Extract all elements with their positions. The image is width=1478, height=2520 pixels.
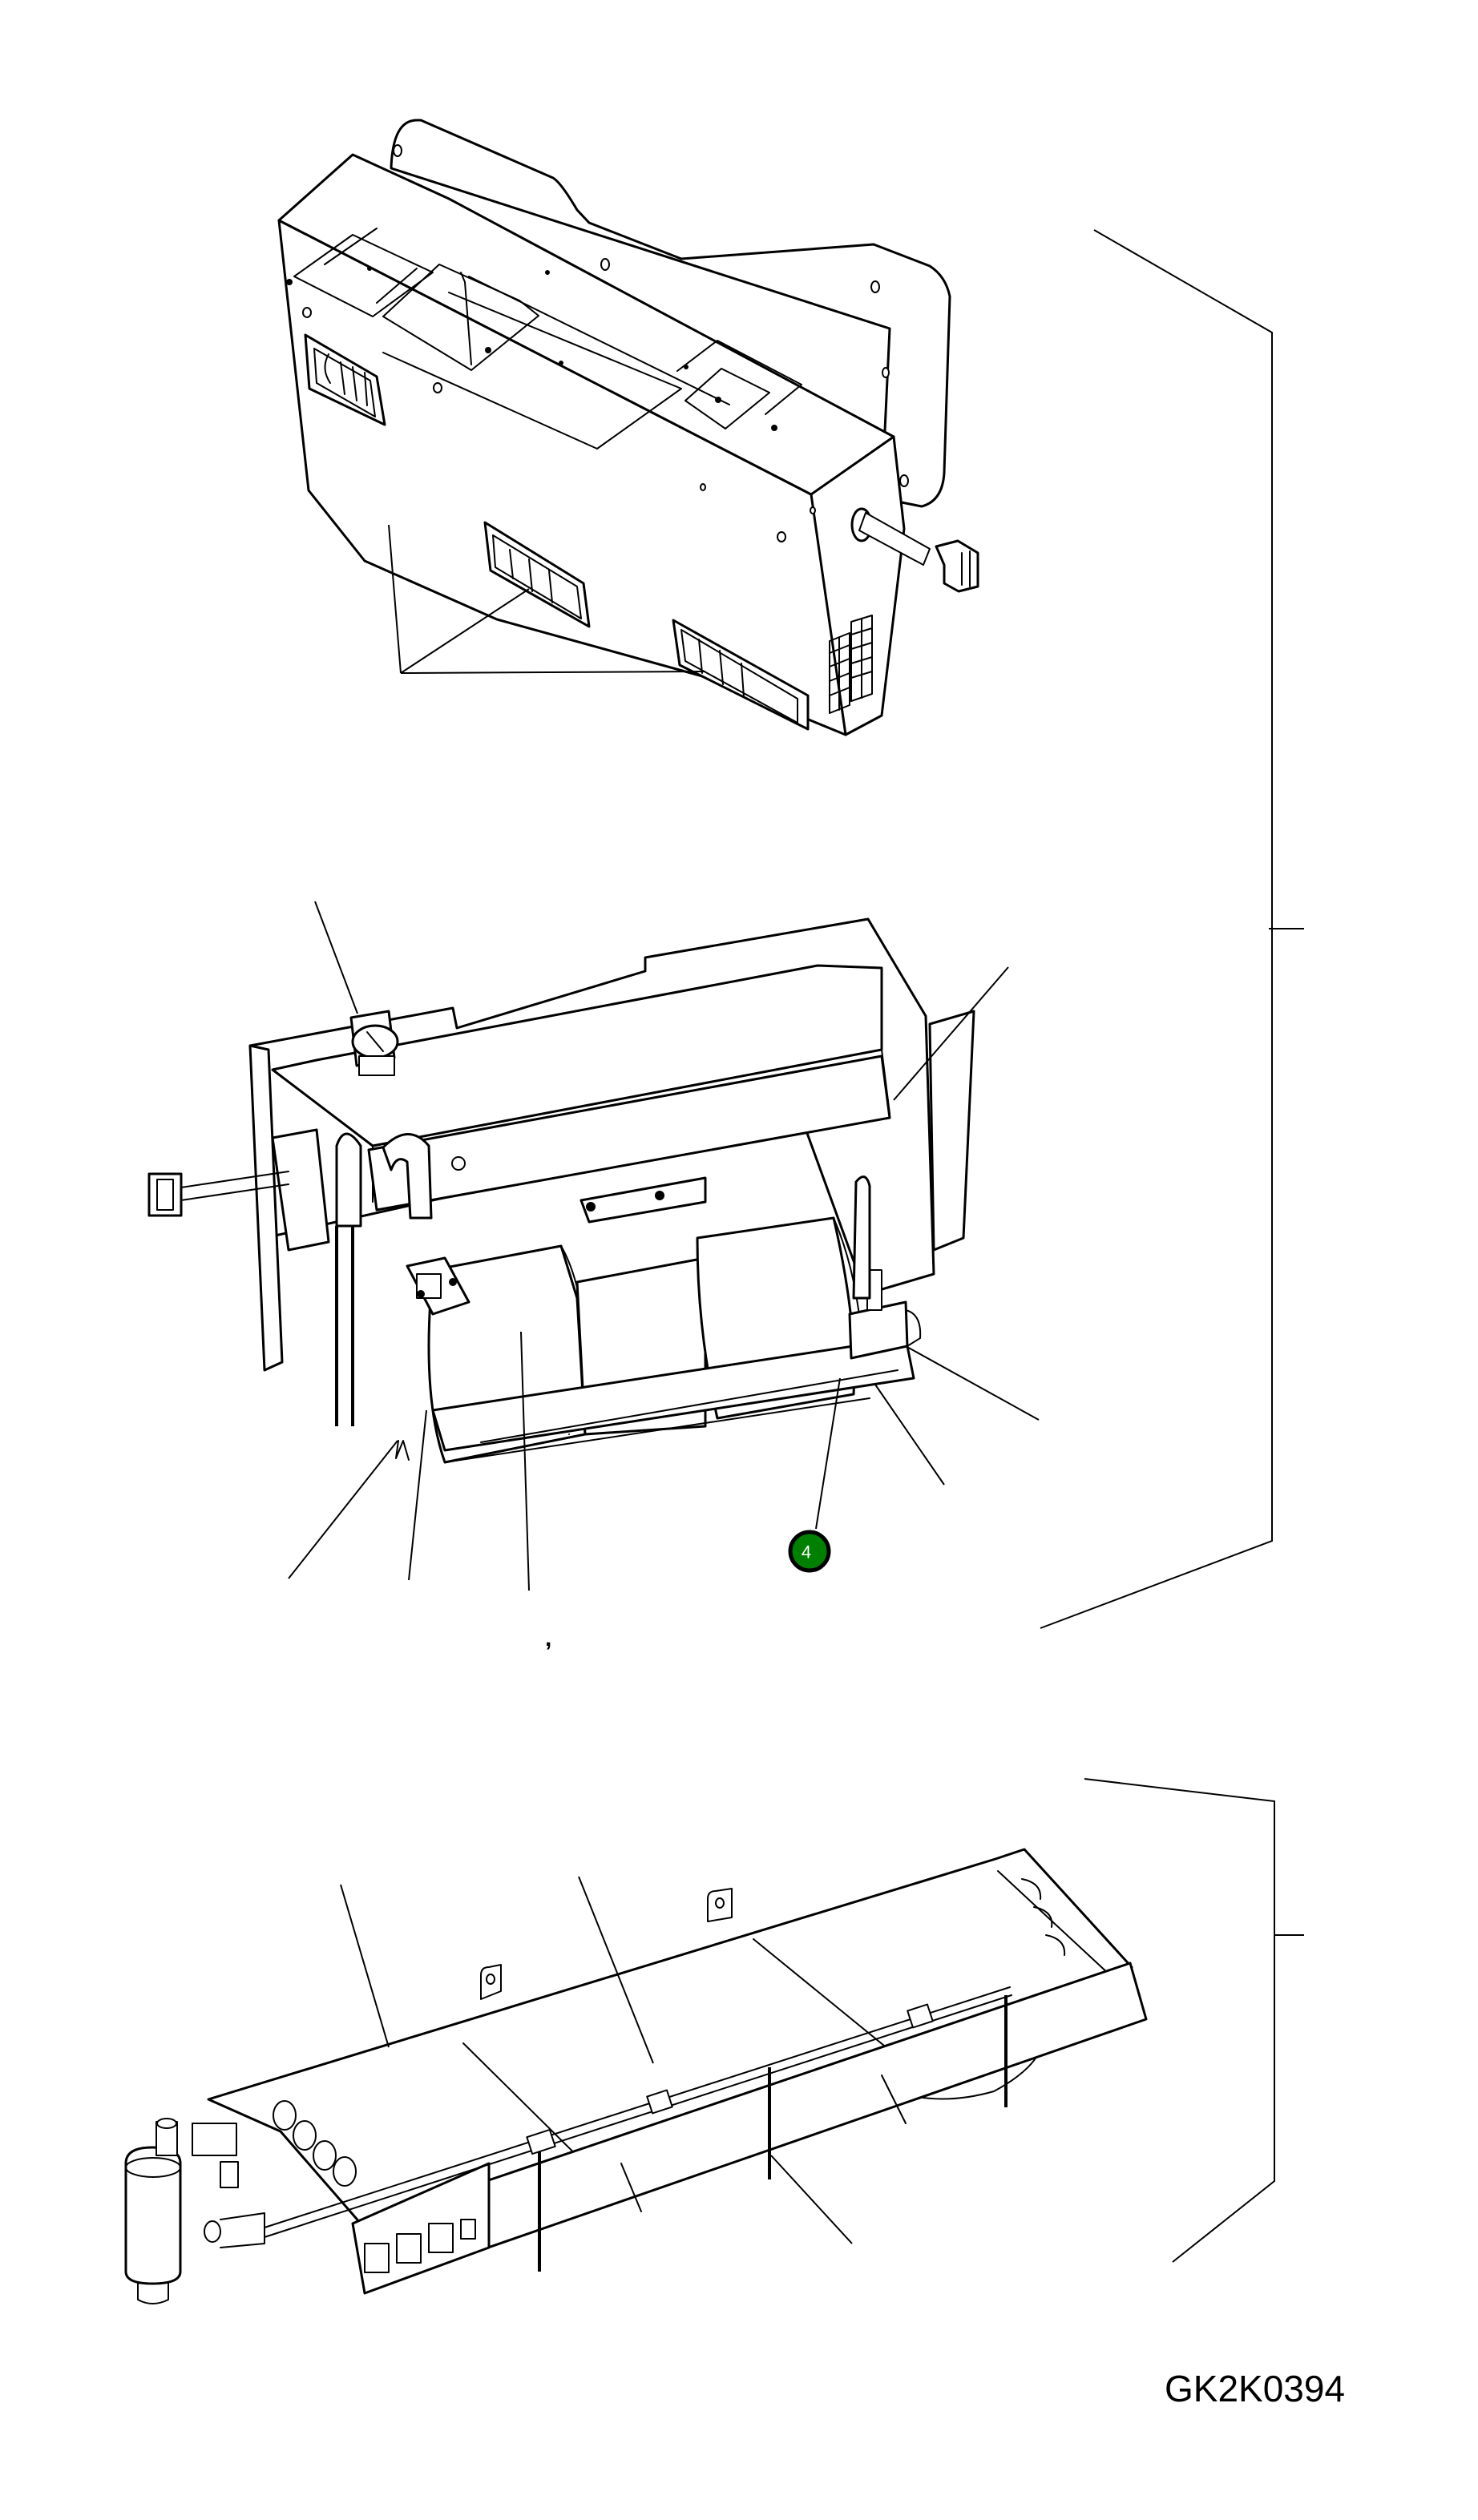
connector-pipe [850,507,979,593]
stray-mark: , [545,1625,552,1651]
grille [829,615,873,714]
fan-leader [770,2155,853,2244]
thermostat-leader [314,901,358,1014]
coil-bends [273,2100,357,2187]
callout-4[interactable]: 4 [788,1377,841,1573]
switch-leader [408,1409,427,1581]
valve-leader-right [905,1345,1040,1421]
receiver-drier [124,2118,265,2304]
thermostat [349,1010,399,1076]
callout-4-label: 4 [802,1542,811,1562]
bracket-leader-right [874,1384,945,1486]
louver-left [304,333,386,426]
drain-leader-left [288,1440,398,1579]
condenser-assembly [124,1848,1148,2304]
expansion-valve [406,1256,470,1316]
part-number: GK2K0394 [1165,2368,1346,2409]
louver-right [672,619,810,731]
housing-unit [277,119,979,736]
pressure-switch-leader [578,1876,654,2064]
harness-connector [147,1171,289,1217]
lower-bracket [1084,1778,1304,2263]
louver-leader-a [388,524,402,674]
condenser-core-leader [340,1884,390,2048]
callout-4-leader [815,1377,841,1530]
valve-right-leader [893,966,1009,1101]
valve-block-right [848,1175,922,1360]
louver-leader-c [400,671,706,674]
upper-bracket [1040,229,1304,1629]
louver-center [483,521,591,628]
blower-evaporator-assembly [147,901,1040,1591]
blower-leader [520,1331,530,1591]
callout-4-circle[interactable] [788,1530,831,1573]
louver-leader-b [400,588,530,674]
